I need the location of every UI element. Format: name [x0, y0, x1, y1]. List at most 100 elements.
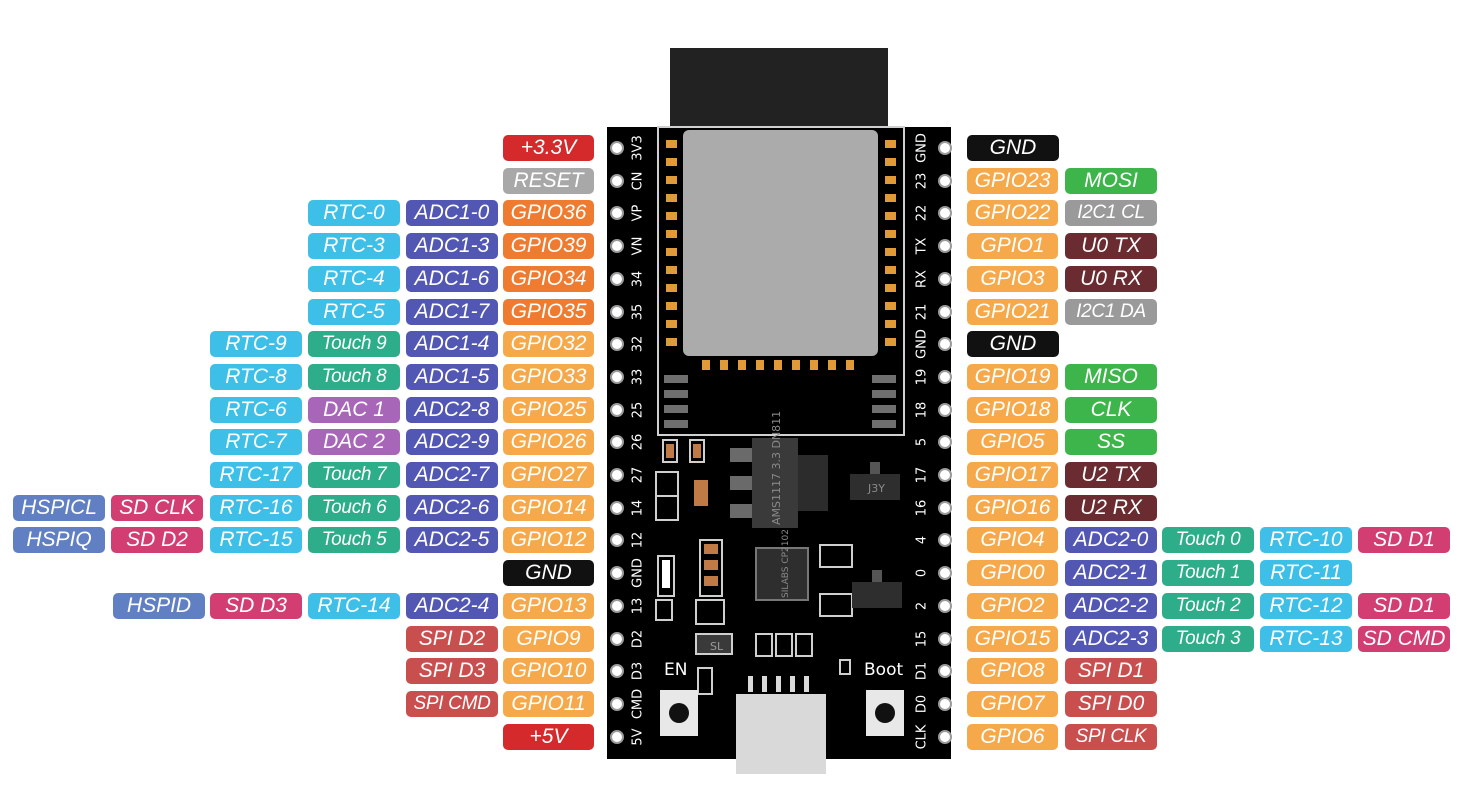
boot-button	[866, 690, 904, 736]
left-pin-name: 25	[630, 401, 646, 418]
right-pin-name: 21	[914, 303, 930, 320]
right-pin-name: GND	[914, 133, 930, 163]
left-label-row6-col1: ADC1-4	[406, 331, 498, 358]
right-header-hole	[938, 696, 952, 711]
module-lower-pads	[664, 375, 896, 428]
left-label-row14-col2: RTC-14	[308, 592, 400, 619]
left-pin-name: 34	[630, 270, 646, 288]
left-label-row17-col1: SPI CMD	[406, 690, 498, 717]
right-label-row17-col0: GPIO7	[967, 690, 1058, 717]
left-label-row4-col0: GPIO34	[503, 265, 594, 292]
right-label-row9-col0: GPIO5	[967, 429, 1058, 456]
right-label-row12-col4: SD D1	[1358, 527, 1450, 554]
left-pin-name: 35	[630, 303, 646, 320]
right-pin-name: GND	[914, 329, 930, 360]
right-label-row14-col1: ADC2-2	[1065, 592, 1157, 619]
right-label-row15-col2: Touch 3	[1162, 625, 1254, 652]
right-header-hole	[938, 533, 952, 548]
left-label-row9-col2: DAC 2	[308, 429, 400, 456]
module-pads	[666, 140, 896, 370]
left-label-row8-col2: DAC 1	[308, 396, 400, 423]
right-header-hole	[938, 369, 952, 384]
usb-chip-text: SILABS CP2102	[781, 529, 791, 598]
left-label-row3-col0: GPIO39	[503, 233, 594, 260]
micro-usb-connector	[736, 694, 826, 774]
left-header-hole	[610, 206, 624, 221]
right-label-row7-col1: MISO	[1065, 363, 1157, 390]
antenna-area	[670, 48, 888, 130]
right-label-row11-col1: U2 RX	[1065, 494, 1157, 521]
left-label-row18-col0: +5V	[503, 723, 594, 750]
right-label-row12-col3: RTC-10	[1260, 527, 1352, 554]
right-header-hole	[938, 304, 952, 319]
right-header-hole	[938, 402, 952, 417]
left-header-hole	[610, 435, 624, 450]
left-label-row4-col1: ADC1-6	[406, 265, 498, 292]
right-label-row13-col3: RTC-11	[1260, 560, 1352, 587]
left-label-row7-col2: Touch 8	[308, 363, 400, 390]
left-label-row7-col0: GPIO33	[503, 363, 594, 390]
right-header-hole	[938, 468, 952, 482]
usb-uart-chip	[755, 547, 809, 601]
left-label-row8-col0: GPIO25	[503, 396, 594, 423]
right-label-row9-col1: SS	[1065, 429, 1157, 456]
left-label-row12-col1: ADC2-5	[406, 527, 498, 554]
right-header-hole	[938, 566, 952, 581]
right-label-row12-col1: ADC2-0	[1065, 527, 1157, 554]
right-pin-name: 15	[914, 630, 930, 647]
left-pin-name: 32	[630, 335, 646, 353]
right-pin-name: 22	[914, 205, 930, 222]
left-label-row4-col2: RTC-4	[308, 265, 400, 292]
right-header-hole	[938, 729, 952, 744]
left-label-row14-col0: GPIO13	[503, 592, 594, 619]
module-shield	[683, 130, 878, 356]
transistor-2	[852, 582, 902, 608]
left-header-hole	[610, 402, 624, 417]
right-header-hole	[938, 337, 952, 352]
left-label-row6-col0: GPIO32	[503, 331, 594, 358]
left-label-row16-col1: SPI D3	[406, 658, 498, 685]
left-label-row10-col0: GPIO27	[503, 462, 594, 488]
right-label-row13-col1: ADC2-1	[1065, 560, 1157, 587]
left-label-row12-col4: SD D2	[111, 527, 203, 554]
right-pin-name: 23	[914, 172, 930, 189]
left-pin-name: D3	[630, 662, 646, 681]
left-pin-name: GND	[630, 558, 646, 588]
left-pin-name: 13	[630, 597, 646, 615]
left-label-row6-col3: RTC-9	[210, 331, 302, 358]
left-pin-name: 33	[630, 368, 646, 386]
left-header-hole	[610, 141, 624, 155]
right-label-row14-col4: SD D1	[1358, 592, 1450, 619]
left-label-row14-col3: SD D3	[210, 592, 302, 619]
left-label-row10-col3: RTC-17	[210, 462, 302, 488]
left-label-row12-col0: GPIO12	[503, 527, 594, 554]
right-header-hole	[938, 500, 952, 515]
left-header-hole	[610, 500, 624, 515]
left-pin-name: D2	[630, 629, 646, 648]
left-label-row5-col2: RTC-5	[308, 298, 400, 325]
right-label-row10-col0: GPIO17	[967, 462, 1058, 488]
left-pin-name: 3V3	[630, 135, 646, 161]
right-pin-name: 16	[914, 499, 930, 516]
right-pin-name: 19	[914, 368, 930, 386]
right-pin-name: 18	[914, 401, 930, 418]
left-pin-name: 27	[630, 466, 646, 484]
right-pin-name: D0	[914, 694, 930, 714]
right-label-row13-col0: GPIO0	[967, 560, 1058, 587]
left-label-row12-col5: HSPIQ	[13, 527, 105, 554]
right-label-row5-col0: GPIO21	[967, 298, 1058, 325]
right-label-row5-col1: I2C1 DA	[1065, 298, 1157, 325]
right-label-row3-col1: U0 TX	[1065, 233, 1157, 260]
left-header-hole	[610, 271, 624, 286]
right-label-row8-col1: CLK	[1065, 396, 1157, 423]
boot-button-label: Boot	[864, 660, 904, 680]
left-label-row17-col0: GPIO11	[503, 690, 594, 717]
right-label-row15-col4: SD CMD	[1358, 625, 1450, 652]
right-label-row1-col1: MOSI	[1065, 167, 1157, 194]
left-label-row8-col3: RTC-6	[210, 396, 302, 423]
left-label-row11-col1: ADC2-6	[406, 494, 498, 521]
right-label-row10-col1: U2 TX	[1065, 462, 1157, 488]
left-label-row9-col0: GPIO26	[503, 429, 594, 456]
right-label-row17-col1: SPI D0	[1065, 690, 1157, 717]
right-label-row2-col1: I2C1 CL	[1065, 200, 1157, 227]
